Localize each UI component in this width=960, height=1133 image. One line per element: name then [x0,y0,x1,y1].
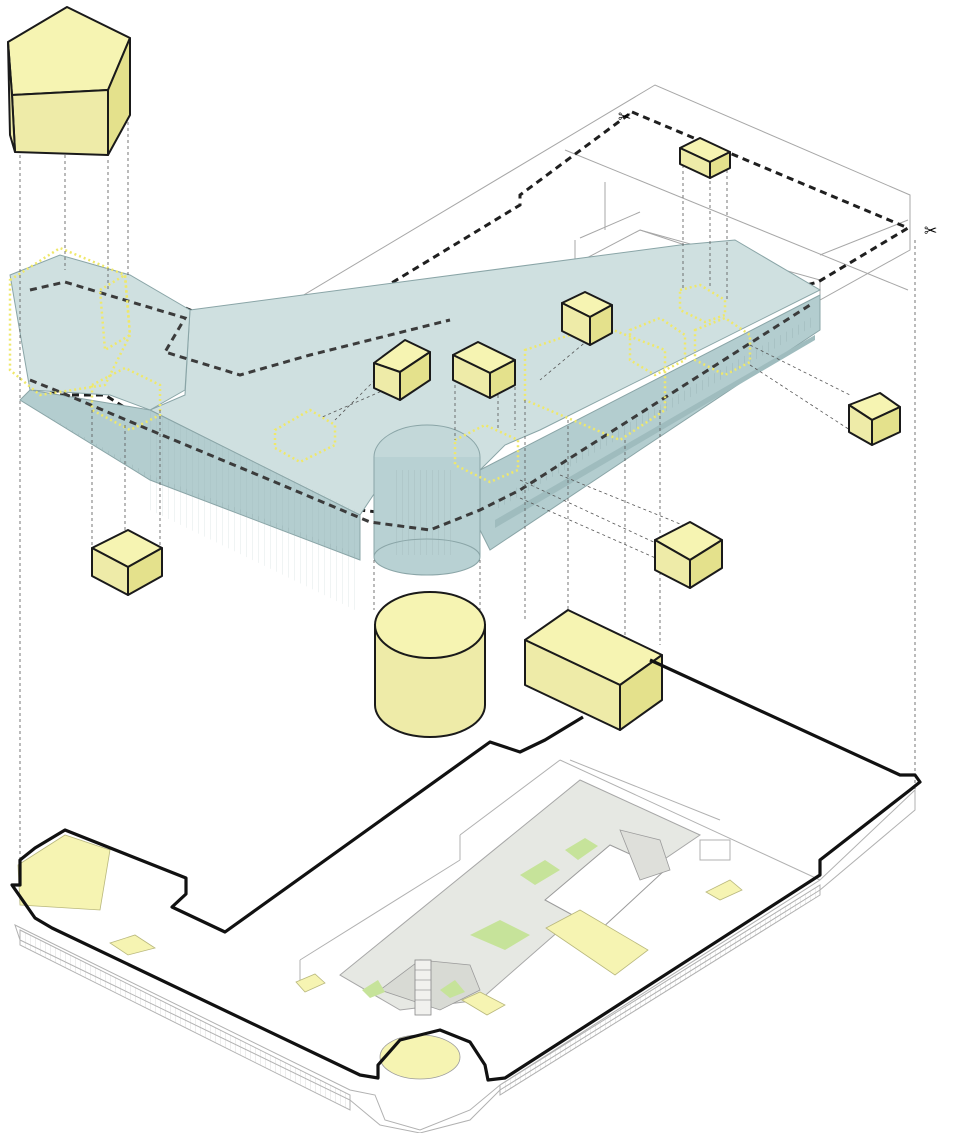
volume-box-center-b [373,339,431,401]
volume-top-left [7,6,131,156]
volume-cylinder [374,591,486,738]
volume-box-center-c [452,341,516,399]
projection-lines [19,110,916,860]
landscape-patches [362,838,598,998]
ground-cut-outline [10,658,922,1082]
cut-line-glass [29,280,811,532]
courtyard [339,779,702,1016]
scissors-icon: ✂ [924,221,937,240]
volume-large-box [524,609,663,731]
volume-box-middle-right [654,521,723,589]
volume-box-left-lower [91,529,163,596]
ground-floor-context [14,759,916,1133]
volume-box-top-right [679,137,731,179]
glass-building [9,239,822,613]
volume-box-right [848,392,901,446]
ground-yellow-areas [17,834,743,1080]
scissors-icon: ✂ [618,107,631,126]
volume-box-center-a [561,291,613,346]
